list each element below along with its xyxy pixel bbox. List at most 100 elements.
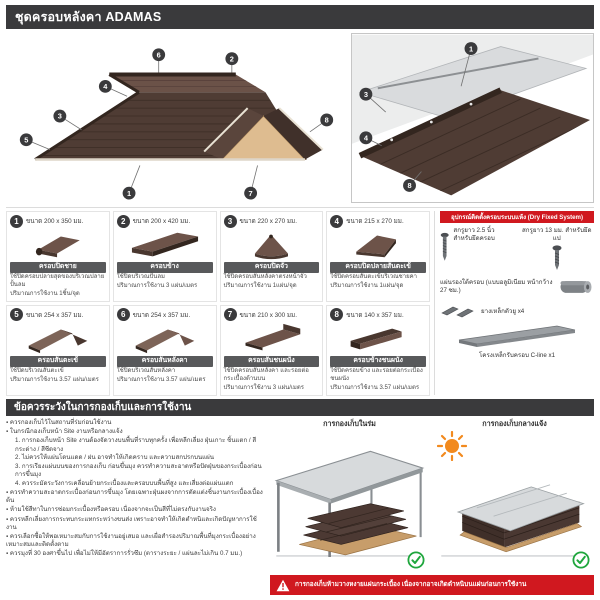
clamp-label: ยางเหล็กตัวยู x4 — [481, 307, 525, 315]
short-screw-label: สกรูยาว 13 มม. สำหรับยึดแป — [521, 227, 592, 243]
product-size: ขนาด 200 x 350 มม. — [26, 218, 84, 225]
product-image — [224, 322, 320, 356]
outdoor-storage-figure: การกองเก็บกลางแจ้ง — [435, 419, 594, 571]
caution-site-item: 3. การเรียงแผ่นบนของการกองเก็บ ก่อนขึ้นม… — [15, 462, 262, 479]
underlay-roll-icon — [560, 281, 592, 294]
caution-bullet: ห้ามใช้สีทาในการซ่อมกระเบื้องหรือครอบ เน… — [6, 506, 264, 514]
caution-bullet: ควรเลือกซื้อให้พอเหมาะสมกับการใช้งานอยู่… — [6, 533, 264, 549]
indoor-storage-illustration — [274, 450, 425, 557]
product-usage: ใช้ปิดบริเวณปั้นลม — [116, 274, 166, 281]
product-name: ครอบสันหลังคา — [116, 355, 213, 367]
product-number-badge: 7 — [223, 308, 237, 322]
product-number-badge: 6 — [116, 308, 130, 322]
product-size: ขนาด 215 x 270 มม. — [346, 218, 404, 225]
product-name: ครอบสันชนผนัง — [223, 355, 320, 367]
product-number-badge: 3 — [223, 214, 237, 228]
product-image — [117, 322, 213, 356]
svg-text:3: 3 — [364, 90, 368, 99]
product-usage: ใช้ปิดครอบปลายสุดของบริเวณปลายปั้นลม — [10, 274, 105, 288]
svg-text:7: 7 — [249, 189, 253, 198]
caution-title: ข้อควรระวังในการกองเก็บและการใช้งาน — [14, 402, 192, 413]
svg-text:3: 3 — [58, 112, 62, 121]
overview-diagrams: 6 4 3 2 8 5 7 1 1 3 4 8 — [6, 33, 594, 203]
product-usage: ใช้ปิดบริเวณสันหลังคา — [116, 368, 176, 375]
product-image — [224, 228, 320, 262]
product-usage: ใช้ปิดบริเวณสันตะเข้ — [10, 368, 64, 375]
svg-text:8: 8 — [325, 116, 329, 125]
accessories-panel: อุปกรณ์ติดตั้งครอบระบบแห้ง (Dry Fixed Sy… — [434, 211, 594, 395]
short-screw-item: สกรูยาว 13 มม. สำหรับยึดแป — [520, 227, 595, 271]
product-number-badge: 2 — [116, 214, 130, 228]
page-header: ชุดครอบหลังคา ADAMAS — [6, 5, 594, 29]
svg-text:2: 2 — [230, 54, 234, 63]
product-name: ครอบข้าง — [116, 262, 213, 273]
outdoor-storage-label: การกองเก็บกลางแจ้ง — [482, 419, 547, 428]
caution-section: ควรกองเก็บไว้ในสถานที่ร่มก่อนใช้งาน ในกร… — [6, 419, 594, 595]
indoor-storage-label: การกองเก็บในร่ม — [323, 419, 376, 428]
svg-text:4: 4 — [364, 134, 369, 143]
svg-text:6: 6 — [157, 50, 161, 59]
underlay-label: แผ่นรองใต้ครอบ (แบบอลูมิเนียม หน้ากว้าง … — [440, 279, 553, 295]
long-screw-item: สกรูยาว 2.5 นิ้ว สำหรับยึดครอบ — [440, 227, 515, 271]
product-qty: ปริมาณการใช้งาน 1ชิ้น/จุด — [10, 291, 80, 298]
frame-label: โครงเหล็กรับครอบ C-line x1 — [478, 351, 556, 359]
caution-bullet: ควรหลีกเลี่ยงการกระทบกระแทกระหว่างขนส่ง … — [6, 516, 264, 532]
svg-text:1: 1 — [469, 44, 473, 53]
product-number-badge: 1 — [10, 214, 23, 228]
product-size: ขนาด 200 x 420 มม. — [132, 218, 191, 225]
product-size: ขนาด 254 x 357 มม. — [26, 311, 84, 319]
product-name: ครอบปิดปลายสันตะเข้ — [330, 262, 426, 273]
ridge-detail-illustration: 1 3 4 8 — [351, 33, 594, 203]
caution-site-item: 2. ไม่ควรให้แผ่นโดนแดด / ฝน อาจทำให้เกิด… — [15, 454, 215, 462]
product-number-badge: 8 — [330, 308, 344, 322]
underlay-item: แผ่นรองใต้ครอบ (แบบอลูมิเนียม หน้ากว้าง … — [440, 275, 594, 299]
product-qty: ปริมาณการใช้งาน 3.57 แผ่น/เมตร — [330, 384, 420, 391]
product-usage: ใช้ปิดครอบสันตะเข้บริเวณชายคา — [330, 274, 417, 281]
product-name: ครอบสันตะเข้ — [10, 355, 106, 367]
product-name: ครอบปิดจั่ว — [223, 262, 320, 273]
check-icon — [572, 551, 590, 569]
caution-bullet: ควรมุงที่ 30 องศาขึ้นไป เพื่อไม่ให้มีอัต… — [6, 550, 264, 558]
product-size: ขนาด 220 x 270 มม. — [239, 218, 297, 225]
caution-site-items: 1. การกองเก็บหน้า Site งานต้องจัดวางบนพื… — [6, 437, 264, 488]
product-name: ครอบข้างชนผนัง — [330, 355, 426, 367]
product-name: ครอบปิดชาย — [10, 262, 106, 273]
caution-site-item: 4. ควรระมัดระวังการเคลื่อนย้ายกระเบื้องแ… — [15, 479, 234, 487]
svg-text:5: 5 — [24, 135, 28, 144]
frame-item: โครงเหล็กรับครอบ C-line x1 — [440, 322, 594, 359]
clamp-item: ยางเหล็กตัวยู x4 — [440, 303, 594, 318]
long-screw-label: สกรูยาว 2.5 นิ้ว สำหรับยึดครอบ — [453, 227, 495, 243]
dry-fix-banner: อุปกรณ์ติดตั้งครอบระบบแห้ง (Dry Fixed Sy… — [440, 211, 594, 224]
caution-intro: ควรกองเก็บไว้ในสถานที่ร่มก่อนใช้งาน — [6, 419, 264, 427]
caution-site-item: 1. การกองเก็บหน้า Site งานต้องจัดวางบนพื… — [15, 437, 257, 453]
product-size: ขนาด 140 x 357 มม. — [346, 311, 404, 319]
warning-text: การกองเก็บห้ามวางหงายแผ่นกระเบื้อง เนื่อ… — [295, 581, 527, 588]
page-title: ชุดครอบหลังคา ADAMAS — [15, 10, 162, 24]
svg-text:4: 4 — [103, 82, 108, 91]
svg-text:8: 8 — [407, 181, 411, 190]
caution-bullets: ควรทำความสะอาดกระเบื้องก่อนการขึ้นมุง โด… — [6, 489, 264, 559]
product-size: ขนาด 210 x 300 มม. — [239, 311, 297, 319]
svg-text:1: 1 — [127, 189, 131, 198]
product-size: ขนาด 254 x 357 มม. — [132, 311, 191, 319]
product-qty: ปริมาณการใช้งาน 1แผ่น/จุด — [330, 283, 404, 290]
product-image — [330, 228, 426, 262]
product-number-badge: 4 — [330, 214, 344, 228]
product-qty: ปริมาณการใช้งาน 3 แผ่น/เมตร — [116, 283, 198, 290]
clamp-icon — [441, 307, 474, 318]
outdoor-storage-illustration — [441, 484, 588, 557]
caution-site-note: ในกรณีกองเก็บหน้า Site งานหรือกลางแจ้ง — [6, 428, 264, 436]
product-usage: ใช้ปิดครอบสันหลังคาตรงหน้าจั่ว — [223, 274, 307, 281]
indoor-storage-figure: การกองเก็บในร่ม — [270, 419, 429, 571]
roof-overview-illustration: 6 4 3 2 8 5 7 1 — [6, 33, 346, 203]
caution-illustrations: การกองเก็บในร่ม — [270, 419, 594, 595]
